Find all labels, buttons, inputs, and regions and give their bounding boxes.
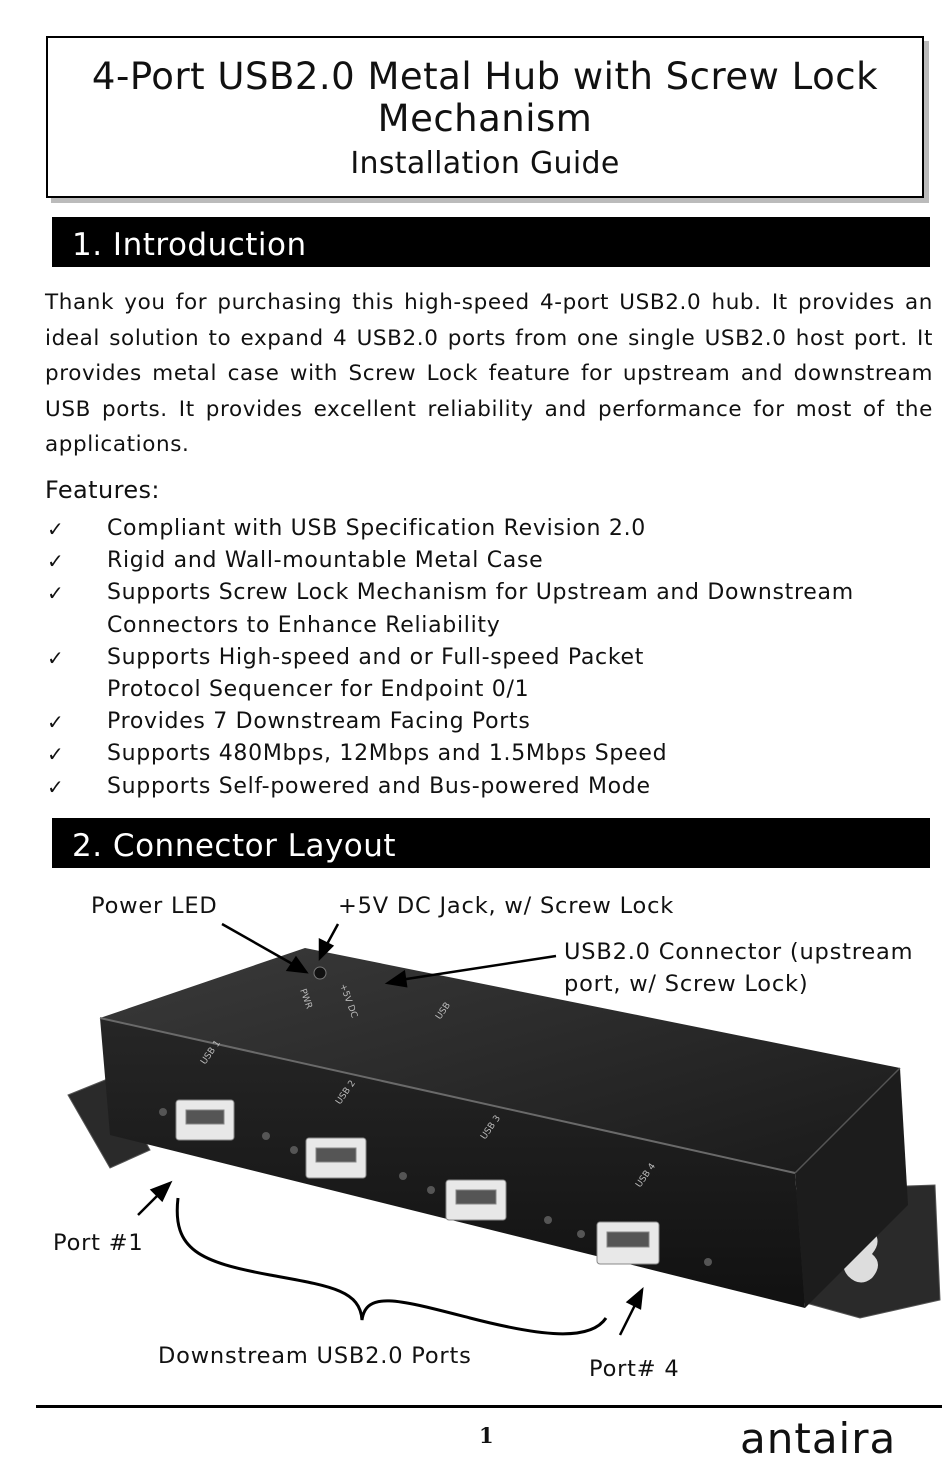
document-subtitle: Installation Guide <box>350 146 620 181</box>
document-title: 4-Port USB2.0 Metal Hub with Screw Lock <box>91 55 879 98</box>
usb-port-4 <box>596 1221 660 1265</box>
list-item: ✓ Supports 480Mbps, 12Mbps and 1.5Mbps Sp… <box>45 738 925 770</box>
list-item: ✓ Compliant with USB Specification Revisi… <box>45 513 925 545</box>
list-item: ✓ Supports Self-powered and Bus-powered M… <box>45 771 925 803</box>
screw-hole <box>399 1172 407 1180</box>
section-heading-connector-layout: 2. Connector Layout <box>52 818 930 868</box>
feature-text: Supports Screw Lock Mechanism for Upstre… <box>107 580 854 638</box>
feature-text: Supports Self-powered and Bus-powered Mo… <box>107 773 651 799</box>
screw-hole <box>544 1216 552 1224</box>
check-mark-icon: ✓ <box>47 742 65 767</box>
list-item: ✓ Rigid and Wall-mountable Metal Case <box>45 545 925 577</box>
usb-port-2 <box>305 1137 367 1179</box>
check-mark-icon: ✓ <box>47 710 65 735</box>
list-item: ✓ Supports High-speed and or Full-speed P… <box>45 642 925 706</box>
features-list: ✓ Compliant with USB Specification Revisi… <box>45 513 925 803</box>
screw-hole <box>704 1258 712 1266</box>
section-heading-introduction: 1. Introduction <box>52 217 930 267</box>
antaira-logo: antaira <box>740 1414 896 1463</box>
power-led <box>313 966 327 980</box>
document-title-continued: Mechanism <box>377 97 593 140</box>
callout-port-4: Port# 4 <box>589 1356 680 1382</box>
callout-usb-upstream-continued: port, w/ Screw Lock) <box>564 971 809 997</box>
screw-hole <box>262 1132 270 1140</box>
feature-text: Provides 7 Downstream Facing Ports <box>107 709 531 735</box>
intro-paragraph: Thank you for purchasing this high-speed… <box>45 290 933 457</box>
arrow-port4 <box>618 1302 638 1336</box>
hub-end-face <box>795 1068 908 1308</box>
callout-port-1: Port #1 <box>53 1230 144 1256</box>
feature-text: Rigid and Wall-mountable Metal Case <box>107 548 544 574</box>
arrow-port1 <box>137 1192 161 1216</box>
usb-port-3 <box>445 1179 507 1221</box>
screw-hole <box>427 1186 435 1194</box>
title-box: 4-Port USB2.0 Metal Hub with Screw Lock … <box>46 36 924 198</box>
features-heading: Features: <box>45 476 160 504</box>
callout-power-led: Power LED <box>91 893 218 919</box>
arrow-dc-jack <box>324 923 340 947</box>
list-item: ✓ Supports Screw Lock Mechanism for Upstr… <box>45 577 925 641</box>
arrow-power-led <box>221 922 297 968</box>
callout-usb-upstream: USB2.0 Connector (upstream <box>564 939 914 965</box>
arrow-usb-upstream <box>399 954 557 982</box>
feature-text: Supports High-speed and or Full-speed Pa… <box>107 644 645 703</box>
footer-rule <box>36 1405 942 1408</box>
usb-port-1 <box>175 1099 235 1141</box>
callout-dc-jack: +5V DC Jack, w/ Screw Lock <box>338 893 675 919</box>
check-mark-icon: ✓ <box>47 517 65 541</box>
feature-text: Supports 480Mbps, 12Mbps and 1.5Mbps Spe… <box>107 741 668 767</box>
screw-hole <box>577 1230 585 1238</box>
screw-hole <box>290 1146 298 1154</box>
check-mark-icon: ✓ <box>47 549 65 574</box>
screw-hole <box>159 1108 167 1116</box>
downstream-brace <box>175 1197 608 1336</box>
page-number: 1 <box>479 1423 494 1448</box>
check-mark-icon: ✓ <box>47 645 65 670</box>
check-mark-icon: ✓ <box>47 774 65 799</box>
callout-downstream-ports: Downstream USB2.0 Ports <box>158 1343 472 1369</box>
list-item: ✓ Provides 7 Downstream Facing Ports <box>45 706 925 738</box>
hub-top-face <box>100 948 900 1173</box>
check-mark-icon: ✓ <box>47 581 65 606</box>
feature-text: Compliant with USB Specification Revisio… <box>107 516 646 541</box>
logo-text: antaira <box>740 1414 897 1463</box>
